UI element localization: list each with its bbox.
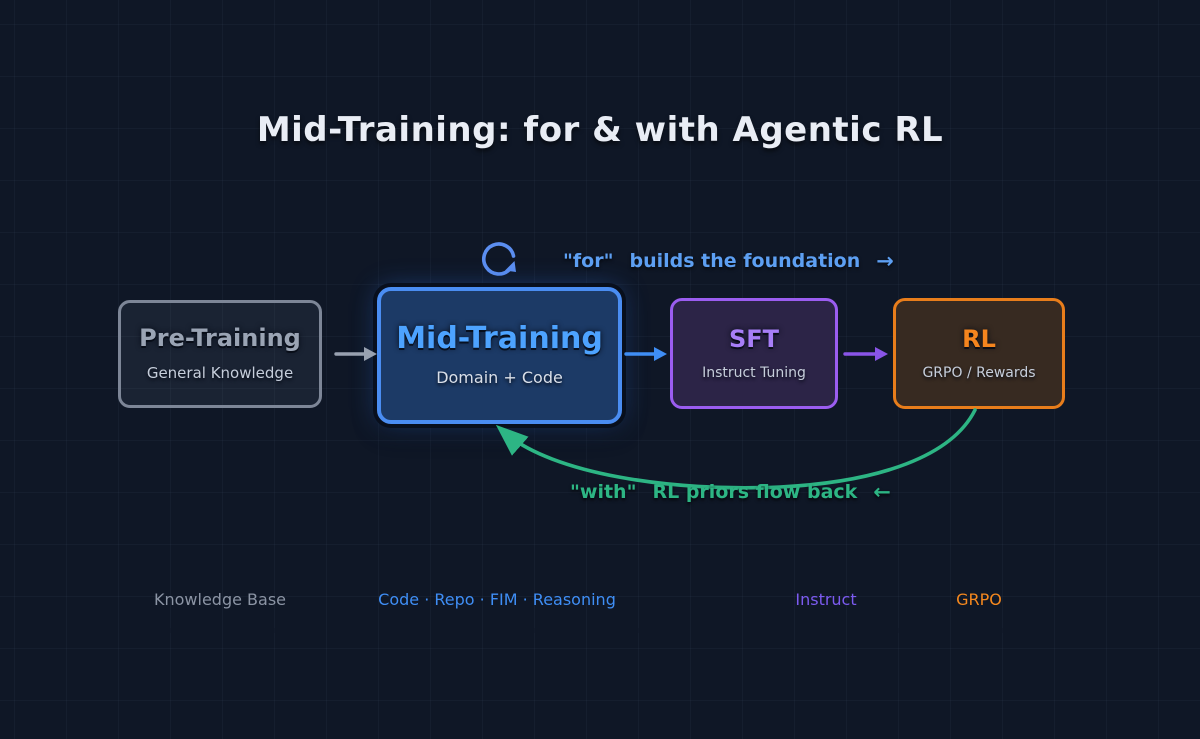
loop-refresh-icon	[482, 242, 516, 276]
arrow-pre-to-mid-icon	[334, 347, 377, 361]
with-quote: "with"	[570, 481, 637, 503]
feedback-curve-icon	[495, 408, 977, 490]
with-text: RL priors flow back	[652, 481, 858, 503]
timeline-label-grpo: GRPO	[956, 590, 1002, 609]
node-subtitle: General Knowledge	[146, 364, 294, 382]
timeline-label-knowledge-base: Knowledge Base	[154, 590, 286, 609]
page-title: Mid-Training: for & with Agentic RL	[256, 110, 944, 150]
for-text: builds the foundation	[629, 250, 861, 272]
for-quote: "for"	[563, 250, 614, 272]
node-subtitle: GRPO / Rewards	[922, 364, 1036, 381]
arrow-mid-to-sft-icon	[624, 347, 667, 361]
node-title: Mid-Training	[396, 321, 603, 356]
timeline-label-code-repo-fim-reasoning: Code · Repo · FIM · Reasoning	[378, 590, 616, 609]
node-title: Pre-Training	[139, 324, 301, 352]
node-rl: RL GRPO / Rewards	[893, 298, 1065, 409]
node-subtitle: Domain + Code	[436, 368, 563, 387]
node-title: SFT	[728, 324, 780, 353]
left-arrow-glyph: ←	[873, 480, 891, 504]
node-subtitle: Instruct Tuning	[702, 364, 806, 381]
node-mid-training: Mid-Training Domain + Code	[377, 287, 622, 424]
for-annotation: "for" builds the foundation →	[563, 249, 894, 273]
arrow-sft-to-rl-icon	[843, 347, 888, 361]
node-pre-training: Pre-Training General Knowledge	[118, 300, 322, 408]
node-title: RL	[962, 324, 996, 353]
timeline-gradient-bar	[115, 628, 1085, 633]
with-annotation: "with" RL priors flow back ←	[570, 480, 891, 504]
timeline-label-instruct: Instruct	[795, 590, 857, 609]
right-arrow-glyph: →	[876, 249, 894, 273]
node-sft: SFT Instruct Tuning	[670, 298, 838, 409]
